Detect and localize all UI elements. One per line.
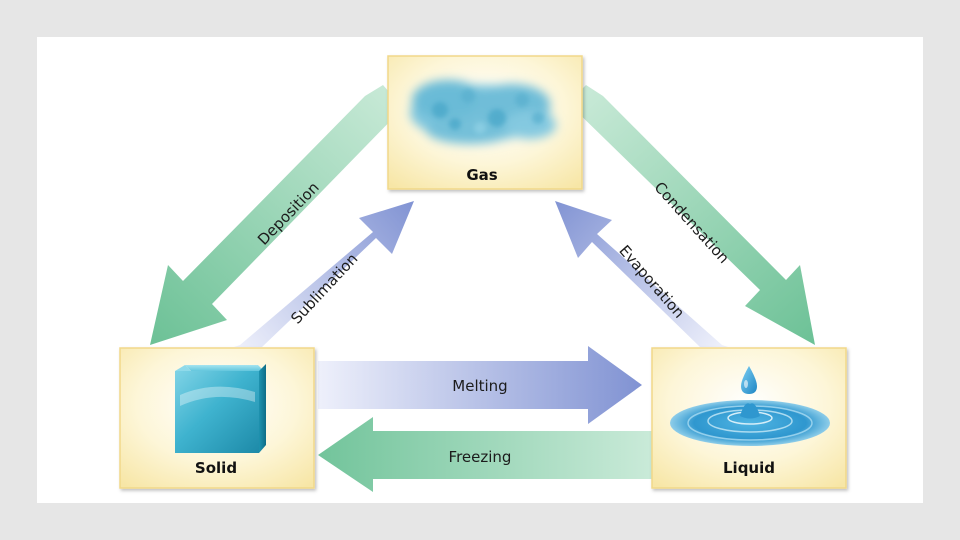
solid-label: Solid [195,459,237,477]
sublimation-label: Sublimation [287,250,361,328]
melting-label: Melting [452,377,507,395]
evaporation-label: Evaporation [615,242,688,322]
ice-cube-icon [175,364,266,453]
freezing-label: Freezing [449,448,512,466]
gas-label: Gas [466,166,497,184]
melting-arrow: Melting [318,346,642,424]
water-drop-icon [670,366,830,446]
deposition-arrow: Deposition [150,85,403,345]
liquid-label: Liquid [723,459,775,477]
condensation-arrow: Condensation [568,85,815,345]
gas-cloud-icon [410,80,556,144]
freezing-arrow: Freezing [318,417,652,492]
diagram-canvas: Deposition Sublimation Condensation Evap… [37,37,923,503]
